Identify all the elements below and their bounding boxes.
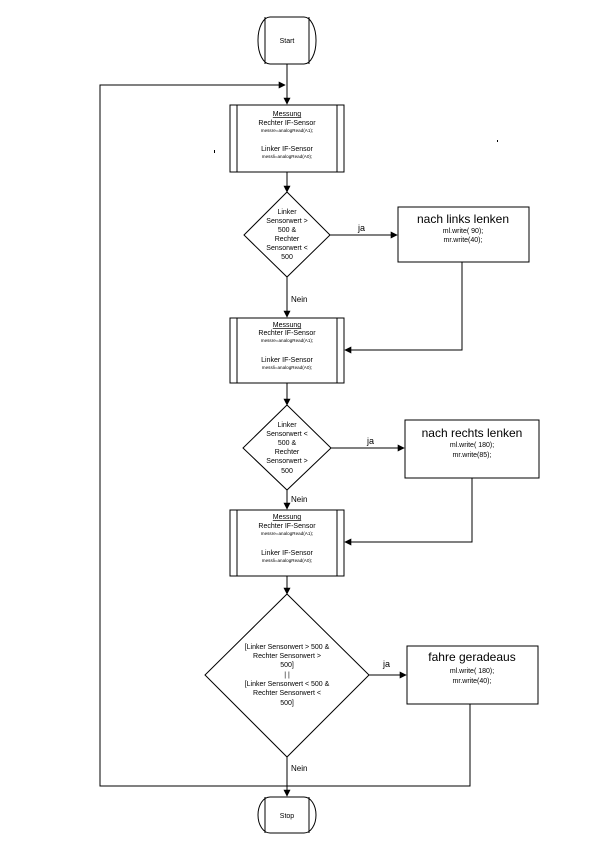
measurement-title: Messung <box>273 514 302 521</box>
measurement-title: Messung <box>273 111 302 118</box>
decision-line: Linker <box>277 422 297 429</box>
decision-line: Sensorwert > <box>266 218 307 225</box>
decision-line: | | <box>284 672 290 679</box>
right-sensor-label: Rechter IF-Sensor <box>258 523 316 530</box>
decision-line: Rechter Sensorwert > <box>253 653 321 660</box>
right-sensor-label: Rechter IF-Sensor <box>258 120 316 127</box>
action-box-straight: fahre geradeaus ml.write( 180); mr.write… <box>406 645 539 705</box>
action-title: nach links lenken <box>417 212 509 226</box>
action-code: mr.write(85); <box>453 452 492 459</box>
action-code: ml.write( 180); <box>450 668 494 675</box>
arrow-loop-back <box>99 81 287 787</box>
stop-terminal: Stop <box>257 796 317 834</box>
right-sensor-label: Rechter IF-Sensor <box>258 330 316 337</box>
line-straight-merge <box>287 704 471 787</box>
left-sensor-label: Linker IF-Sensor <box>261 146 313 153</box>
decision-line: Rechter <box>275 236 300 243</box>
decision-line: 500 <box>281 468 293 475</box>
decision-line: 500] <box>280 700 294 707</box>
right-sensor-code: messre=analogRead(A1); <box>261 531 313 536</box>
right-sensor-code: messre=analogRead(A1); <box>261 338 313 343</box>
decision-line: 500 & <box>278 227 297 234</box>
stop-label: Stop <box>280 813 295 820</box>
decision-line: Rechter Sensorwert < <box>253 690 321 697</box>
measurement-box-3: Messung Rechter IF-Sensor messre=analogR… <box>229 509 345 577</box>
arrow-left-turn-return <box>344 262 463 354</box>
right-sensor-code: messre=analogRead(A1); <box>261 128 313 133</box>
decision-line: Linker <box>277 209 297 216</box>
left-sensor-code: messli=analogRead(A0); <box>262 365 312 370</box>
decision-line: Sensorwert < <box>266 245 307 252</box>
decision-2: Linker Sensorwert < 500 & Rechter Sensor… <box>242 404 332 491</box>
action-code: ml.write( 180); <box>450 442 494 449</box>
decision-3: [Linker Sensorwert > 500 & Rechter Senso… <box>204 593 370 758</box>
start-terminal: Start <box>257 16 317 65</box>
connectors <box>99 64 473 797</box>
arrow-right-turn-return <box>344 478 473 546</box>
action-code: mr.write(40); <box>444 237 483 244</box>
left-sensor-label: Linker IF-Sensor <box>261 550 313 557</box>
action-title: nach rechts lenken <box>422 426 523 440</box>
decision-line: Rechter <box>275 449 300 456</box>
edge-label-yes-2: ja <box>366 436 374 446</box>
action-title: fahre geradeaus <box>428 650 515 664</box>
edge-label-yes-3: ja <box>382 659 390 669</box>
decision-line: Sensorwert > <box>266 458 307 465</box>
decision-line: [Linker Sensorwert > 500 & <box>245 644 330 651</box>
measurement-box-1: Messung Rechter IF-Sensor messre=analogR… <box>229 104 345 173</box>
decision-1: Linker Sensorwert > 500 & Rechter Sensor… <box>243 191 331 278</box>
edge-label-yes-1: ja <box>357 223 365 233</box>
edge-label-no-2: Nein <box>291 495 307 504</box>
left-sensor-label: Linker IF-Sensor <box>261 357 313 364</box>
stray-mark <box>214 150 215 153</box>
decision-line: 500 <box>281 254 293 261</box>
action-code: mr.write(40); <box>453 678 492 685</box>
measurement-box-2: Messung Rechter IF-Sensor messre=analogR… <box>229 317 345 384</box>
left-sensor-code: messli=analogRead(A0); <box>262 558 312 563</box>
edge-label-no-3: Nein <box>291 764 307 773</box>
action-code: ml.write( 90); <box>443 228 484 235</box>
action-box-right: nach rechts lenken ml.write( 180); mr.wr… <box>404 419 540 479</box>
measurement-title: Messung <box>273 322 302 329</box>
start-label: Start <box>280 38 295 45</box>
edge-label-no-1: Nein <box>291 295 307 304</box>
decision-line: [Linker Sensorwert < 500 & <box>245 681 330 688</box>
action-box-left: nach links lenken ml.write( 90); mr.writ… <box>397 206 530 263</box>
decision-line: Sensorwert < <box>266 431 307 438</box>
left-sensor-code: messli=analogRead(A0); <box>262 154 312 159</box>
decision-line: 500 & <box>278 440 297 447</box>
stray-mark <box>497 140 498 142</box>
decision-line: 500] <box>280 662 294 669</box>
